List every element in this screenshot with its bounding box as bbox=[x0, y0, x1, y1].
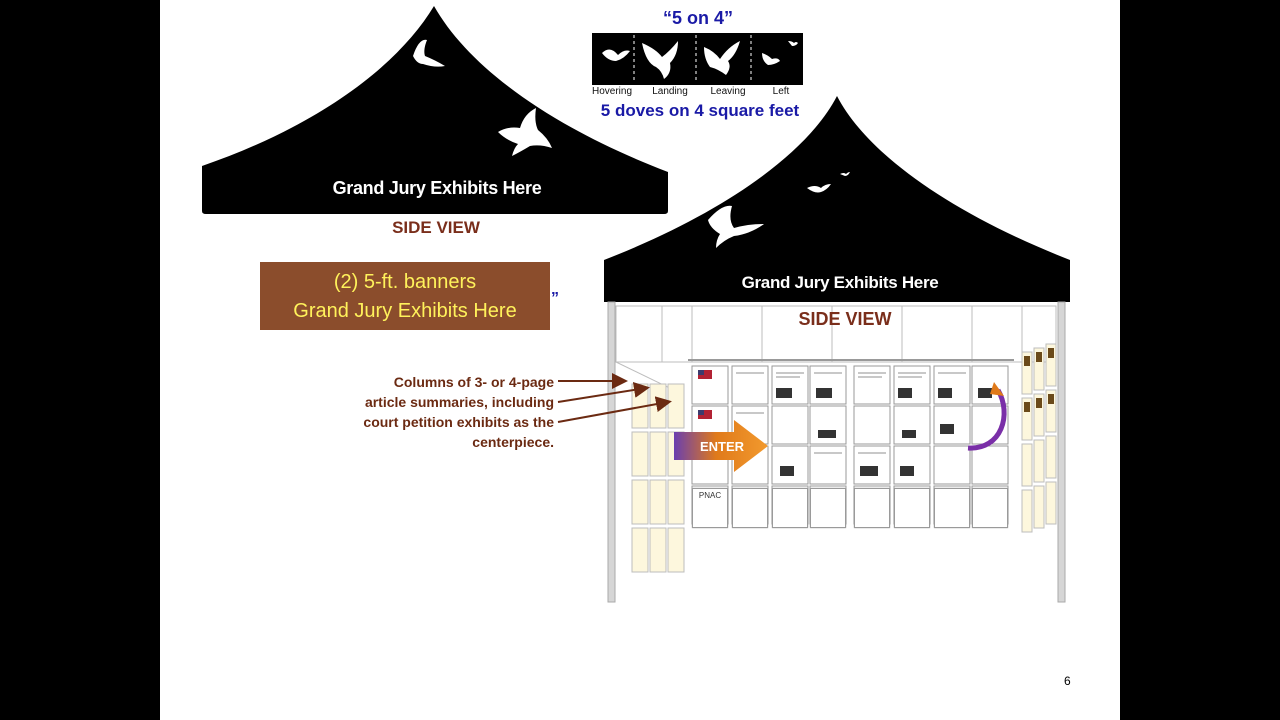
dove-label-leaving: Leaving bbox=[710, 86, 746, 97]
callout-line4: centerpiece. bbox=[472, 434, 554, 450]
dove-icon bbox=[708, 205, 764, 248]
pnac-label: PNAC bbox=[698, 491, 722, 500]
left-canopy bbox=[202, 6, 668, 214]
doves-title: “5 on 4” bbox=[662, 8, 733, 28]
dove-icon bbox=[498, 108, 552, 156]
page-number: 6 bbox=[1064, 674, 1071, 688]
callout-arrows bbox=[557, 373, 672, 423]
slide: Grand Jury Exhibits Here SIDE VIEW (2) 5… bbox=[160, 0, 1120, 720]
enter-label: ENTER bbox=[700, 439, 745, 454]
exhibit-panel bbox=[894, 488, 930, 528]
dove-label-left: Left bbox=[772, 86, 790, 97]
doves-strip bbox=[592, 33, 803, 85]
right-side-view-label: SIDE VIEW bbox=[798, 309, 892, 329]
exhibit-panel bbox=[732, 488, 768, 528]
pnac-panel: PNAC bbox=[692, 488, 728, 528]
enter-arrow-icon bbox=[674, 420, 768, 472]
dove-label-hovering: Hovering bbox=[591, 86, 633, 97]
exhibit-panel bbox=[810, 488, 846, 528]
callout-line1: Columns of 3- or 4-page bbox=[393, 374, 554, 390]
doves-strip-art bbox=[602, 35, 798, 83]
dove-leaving-icon bbox=[704, 41, 740, 75]
stray-quote-mark: ” bbox=[551, 290, 559, 307]
exhibit-panel bbox=[972, 488, 1008, 528]
banners-box-line1: (2) 5-ft. banners bbox=[333, 271, 477, 293]
exhibit-panel bbox=[772, 488, 808, 528]
exhibit-panel bbox=[934, 488, 970, 528]
callout-line2: article summaries, including bbox=[364, 394, 554, 410]
dove-landing-icon bbox=[642, 41, 678, 79]
banners-box-line2: Grand Jury Exhibits Here bbox=[293, 300, 517, 322]
left-side-view-label: SIDE VIEW bbox=[392, 218, 480, 237]
doves-subtitle: 5 doves on 4 square feet bbox=[600, 101, 800, 120]
dove-icon bbox=[413, 39, 445, 67]
exhibit-panel bbox=[854, 488, 890, 528]
callout-line3: court petition exhibits as the bbox=[363, 414, 554, 430]
dove-left-icon bbox=[762, 53, 780, 65]
dove-hovering-icon bbox=[602, 49, 630, 61]
banners-box: (2) 5-ft. banners Grand Jury Exhibits He… bbox=[260, 262, 550, 330]
callout-text: Columns of 3- or 4-page article summarie… bbox=[360, 372, 554, 452]
dove-label-landing: Landing bbox=[652, 86, 688, 97]
right-canopy-banner-text: Grand Jury Exhibits Here bbox=[741, 273, 939, 292]
dove-icon bbox=[840, 172, 850, 176]
left-canopy-banner-text: Grand Jury Exhibits Here bbox=[332, 178, 542, 198]
dove-icon bbox=[807, 184, 831, 193]
